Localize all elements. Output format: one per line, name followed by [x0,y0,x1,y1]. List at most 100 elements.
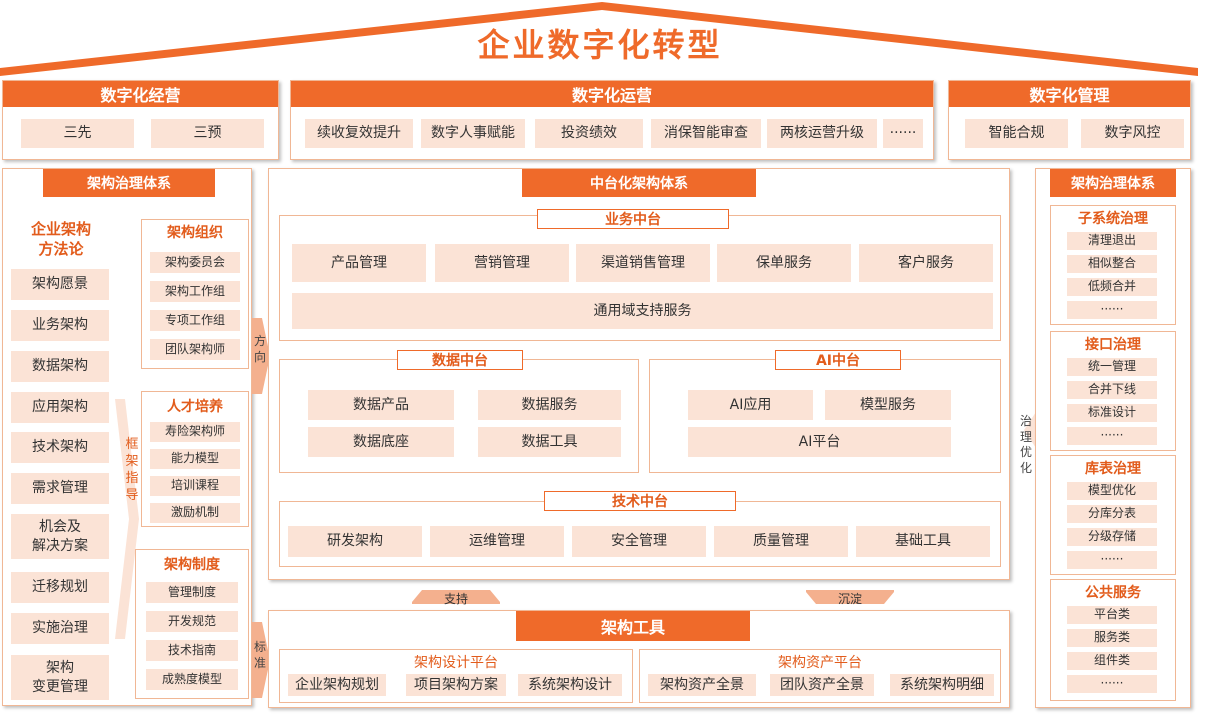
direction-label: 方向 [253,334,266,364]
business-item[interactable]: 渠道销售管理 [576,244,710,282]
left-governance-header: 架构治理体系 [43,169,215,197]
tech-item[interactable]: 运维管理 [430,526,564,557]
method-item[interactable]: 架构 变更管理 [11,655,109,700]
business-item[interactable]: 营销管理 [435,244,569,282]
public-service-title: 公共服务 [1085,585,1141,601]
business-item[interactable]: 客户服务 [859,244,993,282]
data-item[interactable]: 数据产品 [308,390,454,420]
table-item[interactable]: 分级存储 [1067,528,1157,546]
design-item[interactable]: 企业架构规划 [288,674,386,696]
method-item[interactable]: 需求管理 [11,473,109,504]
asset-platform-box: 架构资产平台 架构资产全景 团队资产全景 系统架构明细 [639,649,1001,703]
rules-item[interactable]: 管理制度 [146,582,238,603]
interface-box: 接口治理 统一管理 合并下线 标准设计 ······ [1050,331,1176,451]
subsystem-item[interactable]: 相似整合 [1067,255,1157,273]
tech-item[interactable]: 研发架构 [288,526,422,557]
tech-item[interactable]: 安全管理 [572,526,706,557]
operation-item[interactable]: 投资绩效 [535,119,643,148]
design-platform-title: 架构设计平台 [414,655,498,671]
interface-item[interactable]: ······ [1067,427,1157,445]
ai-platform-title: AI中台 [775,350,901,370]
operation-item[interactable]: 续收复效提升 [305,119,413,148]
public-service-item[interactable]: 服务类 [1067,629,1157,647]
data-item[interactable]: 数据服务 [478,390,621,420]
digital-management-panel: 数字化管理 智能合规 数字风控 [948,80,1191,160]
management-item[interactable]: 智能合规 [965,119,1068,148]
rules-item[interactable]: 开发规范 [146,611,238,632]
rules-item[interactable]: 成熟度模型 [146,669,238,690]
subsystem-item[interactable]: ······ [1067,301,1157,319]
public-service-item[interactable]: 组件类 [1067,652,1157,670]
governance-optimize-label: 治理优化 [1019,414,1032,475]
business-item[interactable]: 三先 [21,119,134,148]
asset-item[interactable]: 架构资产全景 [648,674,756,696]
ai-item[interactable]: AI应用 [688,390,813,420]
subsystem-item[interactable]: 低频合并 [1067,278,1157,296]
center-platform-header: 中台化架构体系 [522,169,756,197]
deposit-label: 沉淀 [837,592,862,606]
table-item[interactable]: ······ [1067,551,1157,569]
digital-operation-panel: 数字化运营 续收复效提升 数字人事赋能 投资绩效 消保智能审查 两核运营升级 ·… [290,80,934,160]
operation-item[interactable]: 两核运营升级 [767,119,877,148]
talent-item[interactable]: 激励机制 [150,503,240,523]
table-item[interactable]: 分库分表 [1067,505,1157,523]
method-item[interactable]: 技术架构 [11,432,109,463]
method-item[interactable]: 业务架构 [11,310,109,341]
tech-item[interactable]: 质量管理 [714,526,848,557]
org-item[interactable]: 专项工作组 [150,310,240,331]
arch-org-box: 架构组织 架构委员会 架构工作组 专项工作组 团队架构师 [141,219,249,369]
talent-item[interactable]: 能力模型 [150,449,240,469]
public-service-item[interactable]: 平台类 [1067,606,1157,624]
page-title: 企业数字化转型 [477,26,723,64]
business-item[interactable]: 三预 [151,119,264,148]
table-title: 库表治理 [1085,461,1141,477]
method-item[interactable]: 应用架构 [11,392,109,423]
asset-item[interactable]: 系统架构明细 [890,674,994,696]
business-item[interactable]: 产品管理 [292,244,426,282]
org-item[interactable]: 架构工作组 [150,281,240,302]
standard-label: 标准 [253,640,266,670]
left-governance-panel: 架构治理体系 企业架构 方法论 架构愿景 业务架构 数据架构 应用架构 技术架构… [2,168,252,706]
ai-item[interactable]: 模型服务 [825,390,951,420]
interface-item[interactable]: 统一管理 [1067,358,1157,376]
tech-platform-box: 研发架构 运维管理 安全管理 质量管理 基础工具 [279,501,1001,567]
design-item[interactable]: 项目架构方案 [406,674,506,696]
right-governance-header: 架构治理体系 [1050,169,1176,197]
ai-wide-item[interactable]: AI平台 [688,427,951,457]
operation-item[interactable]: 消保智能审查 [651,119,761,148]
design-platform-box: 架构设计平台 企业架构规划 项目架构方案 系统架构设计 [279,649,633,703]
operation-item[interactable]: 数字人事赋能 [421,119,525,148]
org-item[interactable]: 架构委员会 [150,252,240,273]
data-item[interactable]: 数据底座 [308,427,454,457]
support-label: 支持 [443,592,468,606]
method-item[interactable]: 数据架构 [11,351,109,382]
interface-title: 接口治理 [1085,337,1141,353]
asset-item[interactable]: 团队资产全景 [770,674,874,696]
digital-management-header: 数字化管理 [949,81,1190,107]
business-wide-item[interactable]: 通用域支持服务 [292,293,993,329]
interface-item[interactable]: 标准设计 [1067,404,1157,422]
method-item[interactable]: 迁移规划 [11,572,109,603]
tech-item[interactable]: 基础工具 [856,526,990,557]
talent-item[interactable]: 培训课程 [150,476,240,496]
support-arrow-icon [412,590,500,604]
method-item[interactable]: 实施治理 [11,613,109,644]
data-platform-title: 数据中台 [397,350,523,370]
public-service-item[interactable]: ······ [1067,675,1157,693]
talent-item[interactable]: 寿险架构师 [150,422,240,442]
business-platform-box: 产品管理 营销管理 渠道销售管理 保单服务 客户服务 通用域支持服务 [279,215,1001,341]
data-item[interactable]: 数据工具 [478,427,621,457]
design-item[interactable]: 系统架构设计 [518,674,622,696]
subsystem-item[interactable]: 清理退出 [1067,232,1157,250]
method-item[interactable]: 架构愿景 [11,269,109,300]
rules-item[interactable]: 技术指南 [146,640,238,661]
business-item[interactable]: 保单服务 [717,244,851,282]
management-item[interactable]: 数字风控 [1081,119,1184,148]
digital-business-header: 数字化经营 [3,81,278,107]
interface-item[interactable]: 合并下线 [1067,381,1157,399]
rules-box: 架构制度 管理制度 开发规范 技术指南 成熟度模型 [135,549,249,699]
table-item[interactable]: 模型优化 [1067,482,1157,500]
method-item[interactable]: 机会及 解决方案 [11,514,109,559]
org-item[interactable]: 团队架构师 [150,339,240,360]
operation-item[interactable]: ······ [883,119,923,148]
